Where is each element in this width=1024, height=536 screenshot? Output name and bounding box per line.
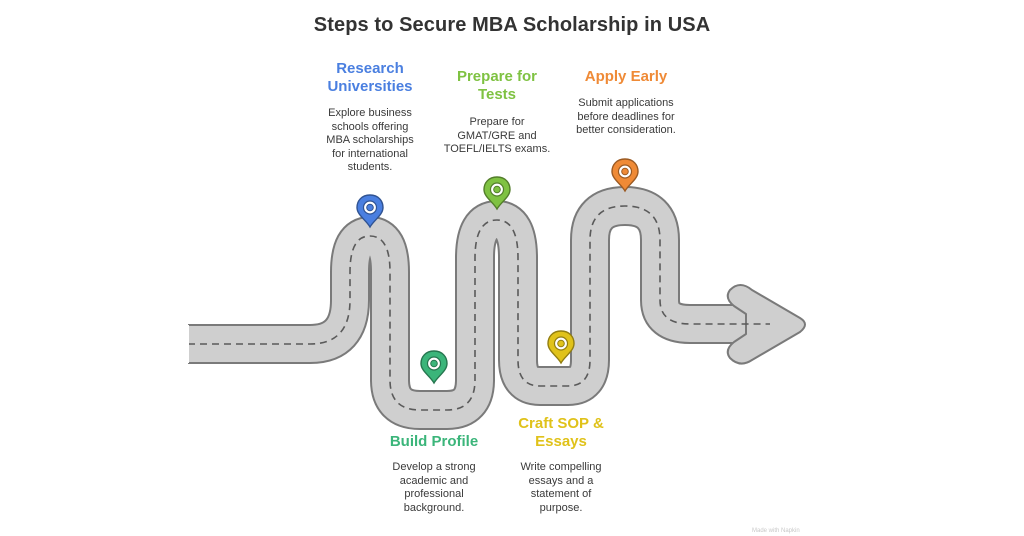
pin-dot (493, 185, 501, 194)
step-desc-line: purpose. (539, 501, 583, 514)
step-desc-line: TOEFL/IELTS exams. (443, 143, 551, 155)
step-title-craft: Craft SOP & Essays (491, 415, 631, 451)
step-desc-prepare: Prepare for GMAT/GRE and TOEFL/IELTS exa… (427, 116, 567, 157)
step-title-line: Essays (535, 433, 587, 450)
step-desc-line: GMAT/GRE and (457, 129, 537, 142)
step-desc-line: essays and a (528, 474, 594, 487)
step-desc-research: Explore business schools offering MBA sc… (300, 107, 440, 175)
step-desc-line: MBA scholarships (326, 134, 414, 146)
arrow-head (726, 284, 806, 365)
location-pin-icon (356, 194, 384, 229)
step-title-line: Prepare for (456, 68, 538, 85)
page-title: Steps to Secure MBA Scholarship in USA (313, 14, 711, 36)
step-desc-line: Write compelling (520, 461, 602, 473)
step-title-apply: Apply Early (551, 68, 701, 86)
step-title-line: Build Profile (389, 433, 479, 450)
step-desc-line: before deadlines for (577, 110, 675, 123)
step-desc-line: background. (403, 501, 465, 514)
step-desc-line: for international (332, 147, 408, 160)
step-desc-line: Prepare for (469, 116, 525, 128)
step-desc-line: schools offering (331, 120, 409, 133)
step-desc-line: academic and (399, 474, 469, 487)
step-title-line: Craft SOP & (518, 415, 604, 432)
step-title-build: Build Profile (364, 433, 504, 451)
step-title-research: Research Universities (300, 60, 440, 96)
watermark: Made with Napkin (752, 528, 800, 534)
step-title-line: Apply Early (584, 68, 668, 85)
step-title-prepare: Prepare for Tests (427, 68, 567, 104)
location-pin-icon (547, 330, 575, 365)
road-surface (188, 188, 760, 428)
step-desc-line: students. (347, 161, 393, 173)
step-desc-build: Develop a strong academic and profession… (364, 461, 504, 515)
step-desc-line: better consideration. (576, 124, 676, 136)
step-title-line: Tests (477, 86, 517, 103)
step-desc-craft: Write compelling essays and a statement … (491, 461, 631, 515)
pin-dot (430, 359, 438, 368)
step-desc-line: statement of (530, 488, 592, 500)
pin-dot (557, 339, 565, 348)
pin-dot (621, 167, 629, 176)
location-pin-icon (420, 350, 448, 385)
step-title-line: Universities (327, 78, 413, 95)
step-title-line: Research (336, 60, 404, 77)
step-desc-line: Explore business (328, 107, 412, 119)
road-left-end (186, 325, 189, 363)
location-pin-icon (483, 176, 511, 211)
pin-dot (366, 203, 374, 212)
location-pin-icon (611, 158, 639, 193)
step-desc-line: professional (404, 488, 464, 500)
step-desc-line: Submit applications (578, 97, 674, 109)
step-desc-line: Develop a strong (392, 461, 476, 473)
road-center-dashes (188, 205, 770, 411)
step-desc-apply: Submit applications before deadlines for… (551, 97, 701, 138)
